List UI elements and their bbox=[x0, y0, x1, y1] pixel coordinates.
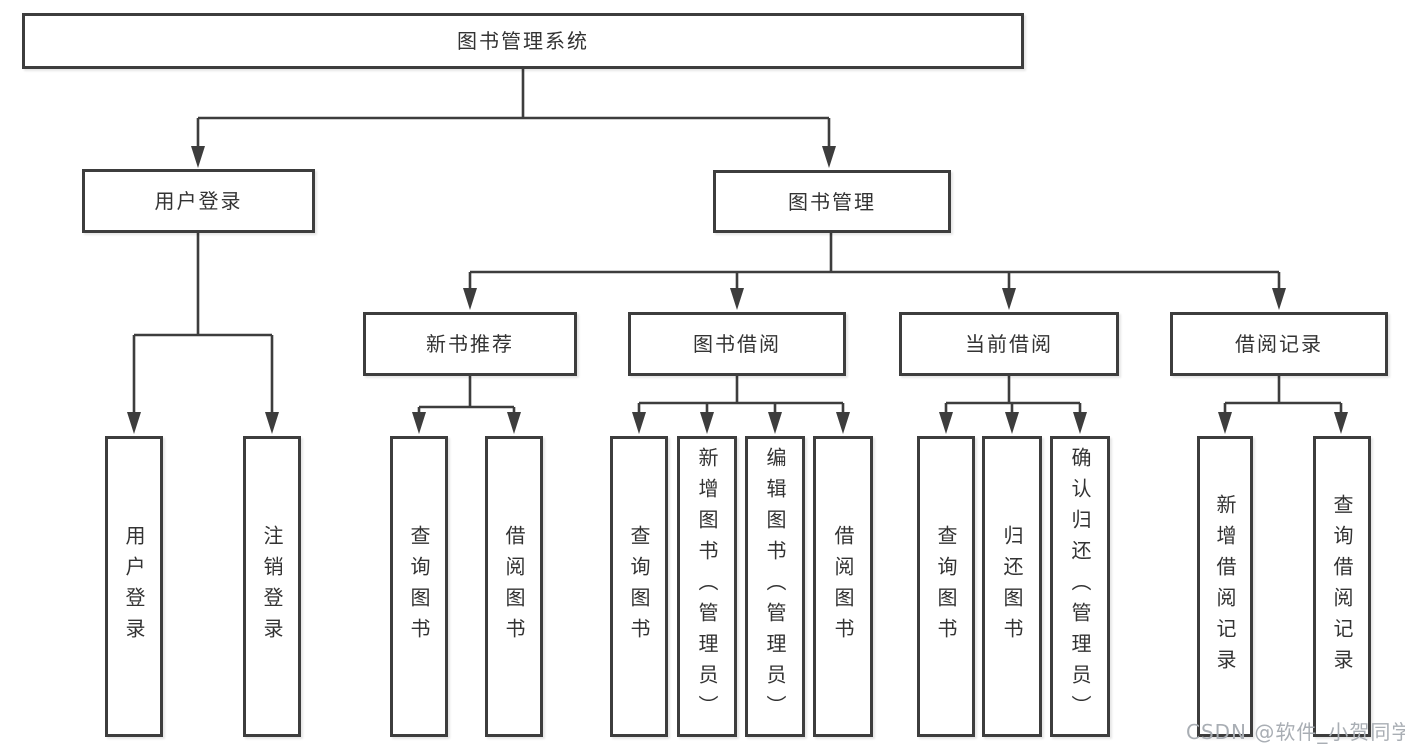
arrowheads bbox=[127, 146, 1348, 434]
leaf-query-borrow-record: 查询借阅记录 bbox=[1313, 436, 1371, 737]
leaf-add-books-admin: 新增图书（管理员） bbox=[677, 436, 737, 737]
leaf-query-books-borrowing: 查询图书 bbox=[610, 436, 668, 737]
leaf-query-books-recommend: 查询图书 bbox=[390, 436, 448, 737]
node-book-borrowing: 图书借阅 bbox=[628, 312, 846, 376]
node-book-management: 图书管理 bbox=[713, 170, 951, 233]
leaf-edit-books-admin: 编辑图书（管理员） bbox=[745, 436, 805, 737]
node-current-borrowing: 当前借阅 bbox=[899, 312, 1119, 376]
leaf-user-login: 用户登录 bbox=[105, 436, 163, 737]
leaf-add-borrow-record: 新增借阅记录 bbox=[1197, 436, 1253, 737]
node-library-management-system: 图书管理系统 bbox=[22, 13, 1024, 69]
leaf-borrow-books-borrowing: 借阅图书 bbox=[813, 436, 873, 737]
leaf-query-books-current: 查询图书 bbox=[917, 436, 975, 737]
node-user-login: 用户登录 bbox=[82, 169, 315, 233]
leaf-return-books: 归还图书 bbox=[982, 436, 1042, 737]
node-borrowing-records: 借阅记录 bbox=[1170, 312, 1388, 376]
csdn-watermark: CSDN @软件_小贺同学 bbox=[1186, 720, 1405, 744]
leaf-logout-login: 注销登录 bbox=[243, 436, 301, 737]
leaf-borrow-books-recommend: 借阅图书 bbox=[485, 436, 543, 737]
node-new-book-recommendation: 新书推荐 bbox=[363, 312, 577, 376]
leaf-confirm-return-admin: 确认归还（管理员） bbox=[1050, 436, 1110, 737]
